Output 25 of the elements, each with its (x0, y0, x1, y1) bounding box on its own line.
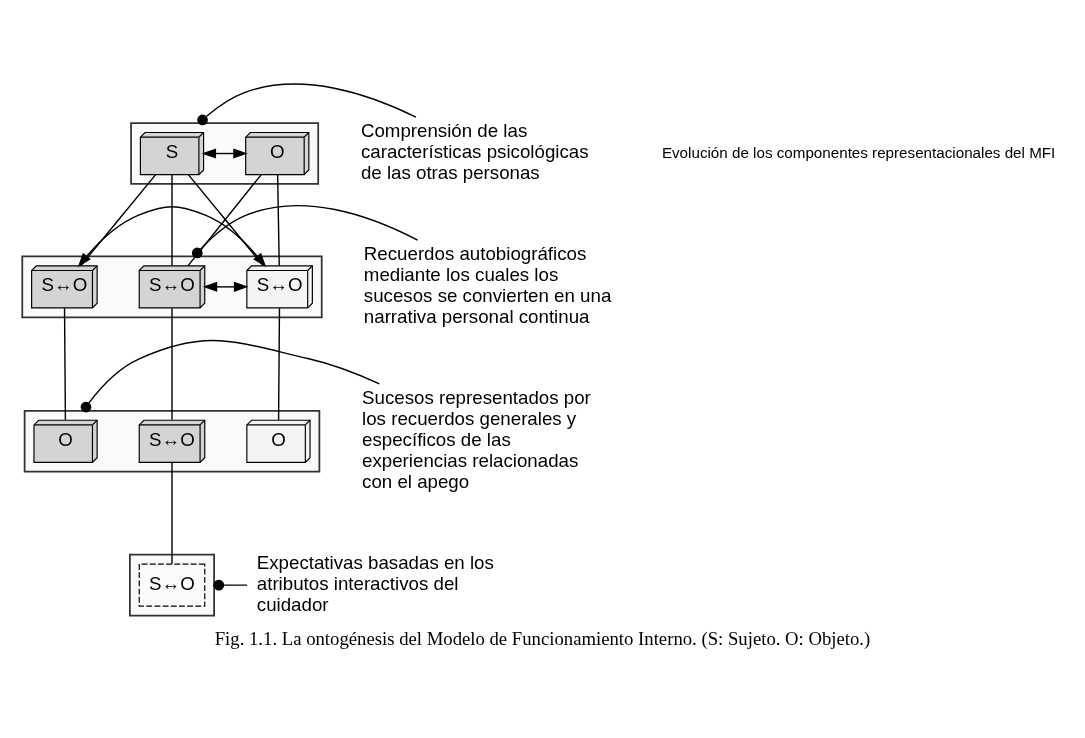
connector (63, 307, 67, 421)
connector (197, 82, 417, 125)
node-text: Expectativas basadas en los atributos interactivos del cuidador (256, 551, 494, 615)
label: Evolución de los componentes representacionales del MFI (661, 143, 1056, 160)
connector (80, 173, 157, 266)
connector (191, 204, 419, 258)
connector (277, 307, 281, 421)
caption: Fig. 1.1. La ontogénesis del Modelo de Funcionamiento Interno. (S: Sujeto. O: Objeto.) (214, 627, 871, 649)
arrow (201, 147, 248, 159)
node-box: S↔O (138, 563, 206, 607)
cluster (23, 409, 321, 473)
connector (80, 339, 381, 412)
node-text: Recuerdos autobiográficos mediante los cuales los sucesos se convierten en una narrativa personal continua (363, 242, 612, 327)
node-text: Sucesos representados por los recuerdos generales y específicos de las experiencias relacionadas con el apego (362, 386, 591, 492)
connector (171, 461, 173, 564)
connector (276, 173, 280, 266)
connector (213, 579, 248, 591)
arrow (202, 281, 249, 292)
cluster (21, 255, 323, 318)
cluster (129, 553, 215, 616)
cluster (130, 121, 320, 185)
connector (171, 173, 173, 266)
node-text: Comprensión de las características psicológicas de las otras personas (360, 119, 589, 183)
arrow (77, 205, 267, 267)
connector (171, 307, 173, 421)
